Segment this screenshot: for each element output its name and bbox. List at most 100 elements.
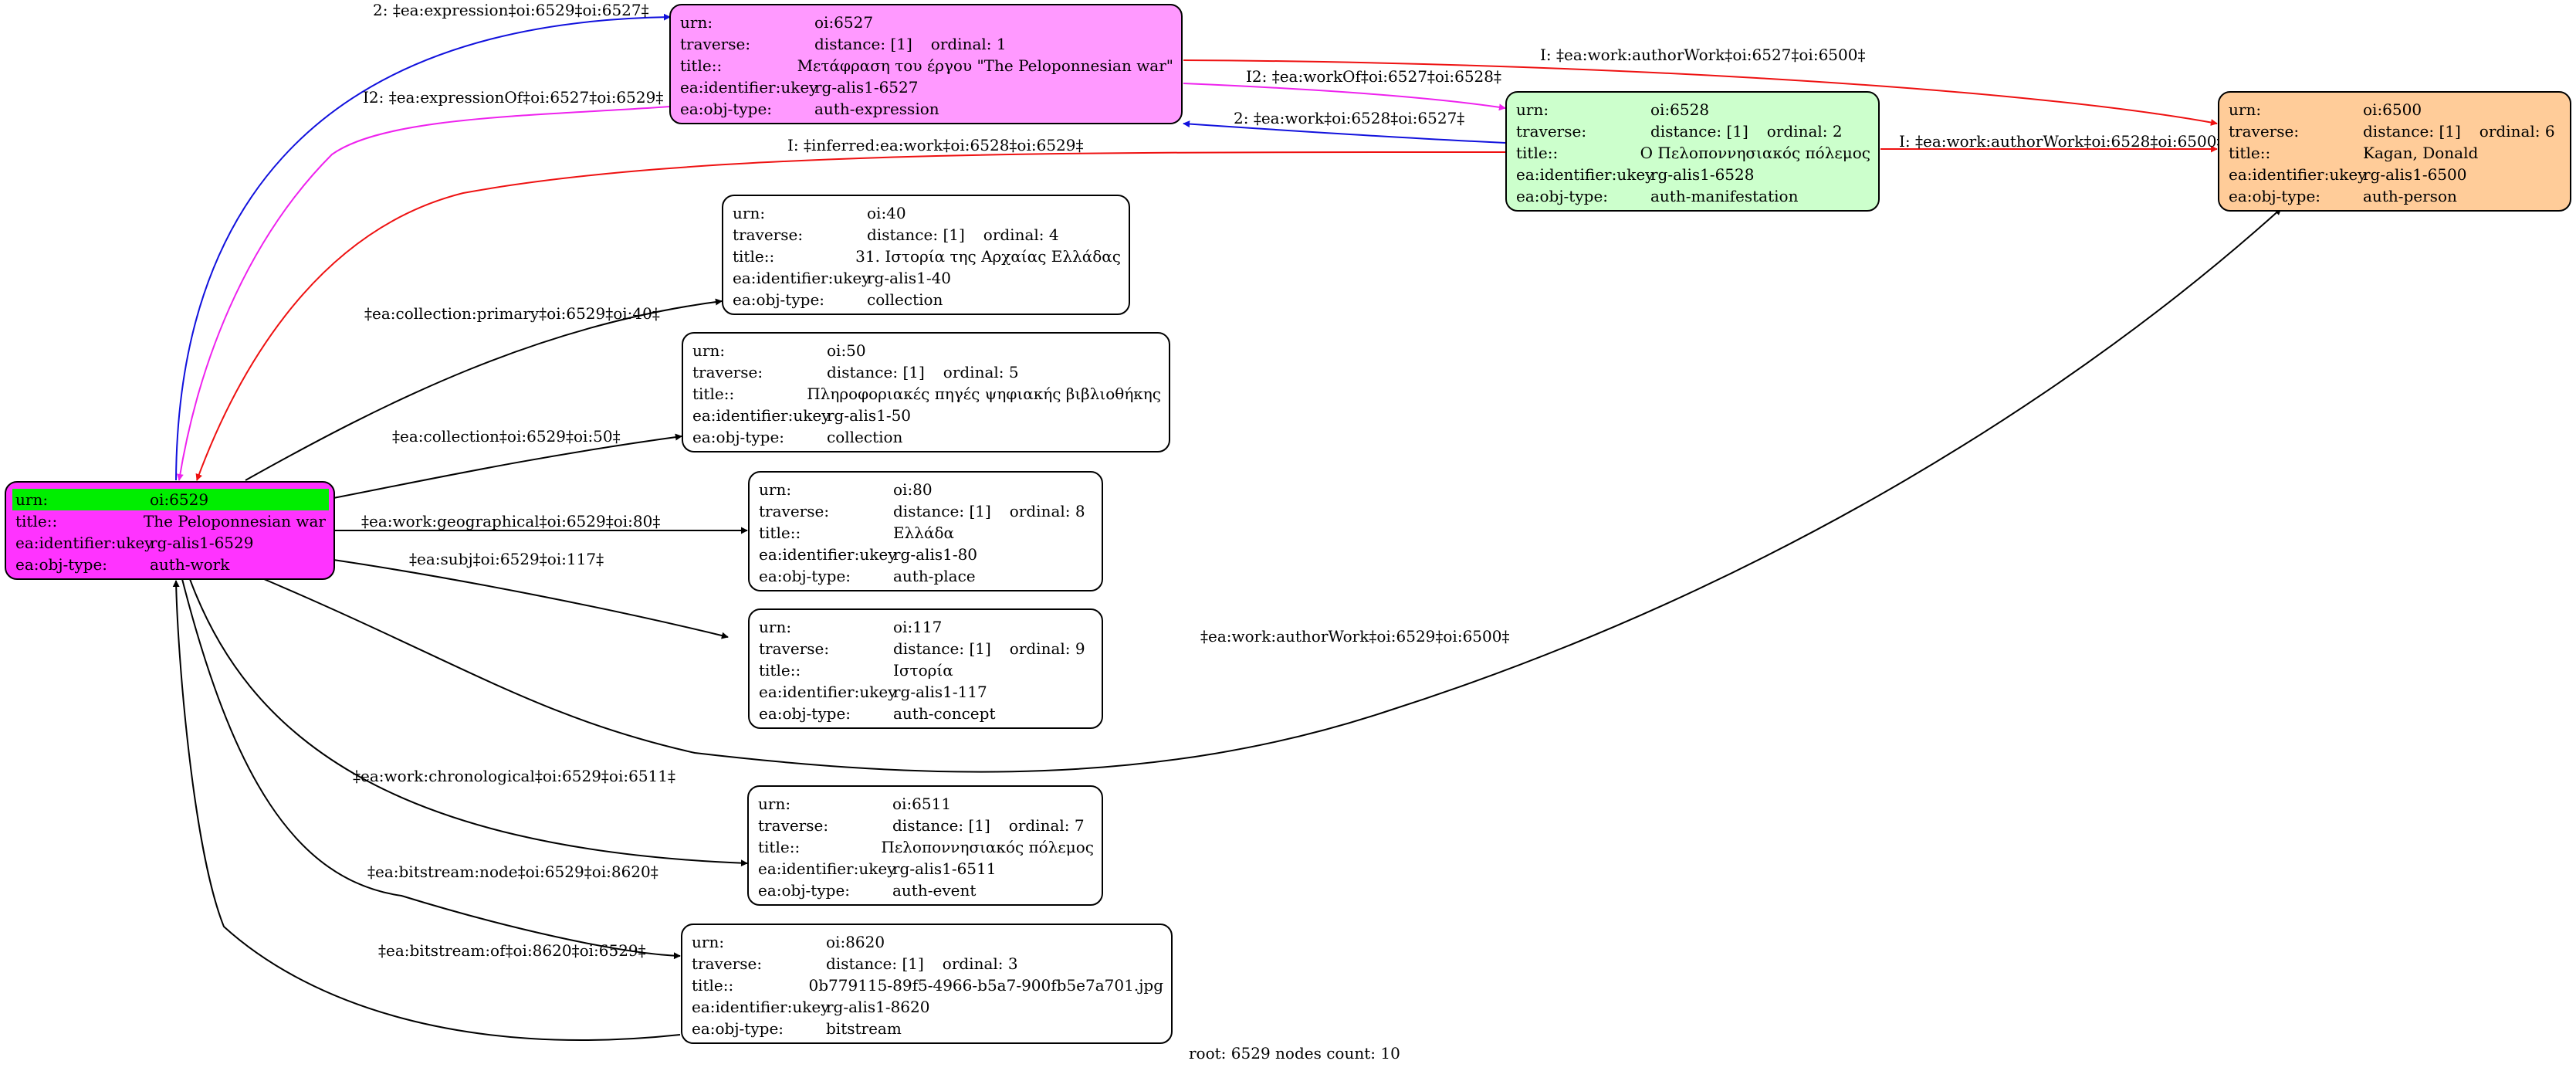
node-key: ea:identifier:ukey bbox=[692, 406, 831, 425]
node-row: title::Μετάφραση του έργου "The Peloponn… bbox=[680, 55, 1173, 76]
node-row: traverse:distance: [1]ordinal: 1 bbox=[680, 33, 1173, 55]
node-row: traverse:distance: [1]ordinal: 6 bbox=[2229, 120, 2562, 142]
edge-label: I2: ‡ea:expressionOf‡oi:6527‡oi:6529‡ bbox=[363, 88, 663, 107]
node-oi-40[interactable]: urn: oi:40 traverse:distance: [1]ordinal: … bbox=[722, 195, 1130, 315]
node-key: urn: bbox=[680, 13, 713, 32]
node-value: The Peloponnesian war bbox=[143, 512, 326, 530]
node-value: auth-work bbox=[150, 555, 230, 574]
node-row: title::The Peloponnesian war bbox=[15, 510, 326, 532]
node-row: urn:oi:50 bbox=[692, 340, 1161, 361]
node-row: title::Ελλάδα bbox=[759, 522, 1094, 544]
node-row: urn: oi:6529 bbox=[12, 489, 329, 510]
node-value: rg-alis1-8620 bbox=[826, 998, 930, 1016]
node-value-ordinal: ordinal: 9 bbox=[1009, 639, 1085, 658]
node-value: oi:6528 bbox=[1650, 100, 1710, 119]
edge-path bbox=[189, 578, 748, 867]
node-value: distance: [1] bbox=[893, 639, 991, 658]
node-value-ordinal: ordinal: 1 bbox=[930, 35, 1007, 53]
edge-path bbox=[263, 208, 2282, 773]
node-key: title:: bbox=[1516, 144, 1559, 162]
edge-label: ‡ea:collection:primary‡oi:6529‡oi:40‡ bbox=[364, 304, 660, 323]
node-row: urn:oi:117 bbox=[759, 616, 1094, 638]
node-key: traverse: bbox=[759, 502, 830, 520]
node-key: urn: bbox=[15, 490, 49, 509]
node-key: traverse: bbox=[692, 954, 763, 973]
node-value: oi:6500 bbox=[2363, 100, 2422, 119]
node-key: ea:identifier:ukey bbox=[680, 78, 818, 97]
node-key: urn: bbox=[733, 204, 766, 222]
node-key: traverse: bbox=[692, 363, 763, 381]
edge-label: ‡ea:work:geographical‡oi:6529‡oi:80‡ bbox=[361, 512, 660, 530]
edge-label: I: ‡inferred:ea:work‡oi:6528‡oi:6529‡ bbox=[787, 136, 1084, 154]
node-row: ea:obj-type:auth-concept bbox=[759, 703, 1094, 724]
node-value-ordinal: ordinal: 7 bbox=[1008, 816, 1085, 835]
node-row: ea:obj-type:auth-event bbox=[758, 880, 1094, 901]
node-value: Μετάφραση του έργου "The Peloponnesian w… bbox=[797, 56, 1173, 75]
node-key: ea:identifier:ukey bbox=[759, 545, 897, 564]
node-key: ea:obj-type: bbox=[692, 1019, 784, 1038]
node-value: Πληροφοριακές πηγές ψηφιακής βιβλιοθήκης bbox=[807, 385, 1161, 403]
node-value: auth-place bbox=[893, 567, 976, 585]
node-value: oi:6527 bbox=[814, 13, 874, 32]
edge-label: I2: ‡ea:workOf‡oi:6527‡oi:6528‡ bbox=[1246, 67, 1501, 86]
node-key: title:: bbox=[692, 385, 735, 403]
node-value: auth-event bbox=[892, 881, 977, 900]
node-key: traverse: bbox=[1516, 122, 1587, 141]
edge-label: I: ‡ea:work:authorWork‡oi:6527‡oi:6500‡ bbox=[1540, 46, 1865, 64]
node-value-ordinal: ordinal: 8 bbox=[1009, 502, 1085, 520]
node-row: urn: oi:80 bbox=[759, 479, 1094, 500]
node-value: distance: [1] bbox=[827, 363, 925, 381]
edge-path bbox=[176, 106, 671, 481]
node-row: traverse:distance: [1]ordinal: 7 bbox=[758, 815, 1094, 836]
edge-path bbox=[333, 559, 729, 639]
node-value: rg-alis1-6529 bbox=[150, 534, 254, 552]
node-value: rg-alis1-6500 bbox=[2363, 165, 2467, 184]
node-value: oi:8620 bbox=[826, 933, 885, 951]
node-key: urn: bbox=[759, 480, 792, 499]
node-value: distance: [1] bbox=[892, 816, 990, 835]
edge-label: 2: ‡ea:expression‡oi:6529‡oi:6527‡ bbox=[373, 1, 649, 19]
node-key: urn: bbox=[692, 341, 726, 360]
node-value: oi:40 bbox=[867, 204, 906, 222]
edge-path bbox=[195, 151, 1506, 481]
node-key: ea:identifier:ukey bbox=[758, 859, 896, 878]
node-key: traverse: bbox=[759, 639, 830, 658]
node-value: oi:6529 bbox=[150, 490, 209, 509]
node-row: ea:obj-type:auth-place bbox=[759, 565, 1094, 587]
node-value: auth-manifestation bbox=[1650, 187, 1799, 205]
node-value: oi:6511 bbox=[892, 795, 952, 813]
node-row: traverse: distance: [1] ordinal: 9 bbox=[759, 638, 1094, 659]
node-key: ea:identifier:ukey bbox=[733, 269, 871, 287]
edge-label: ‡ea:bitstream:node‡oi:6529‡oi:8620‡ bbox=[367, 863, 658, 881]
node-value: rg-alis1-50 bbox=[827, 406, 912, 425]
node-value: oi:80 bbox=[893, 480, 933, 499]
node-key: ea:identifier:ukey bbox=[759, 683, 897, 701]
node-value-ordinal: ordinal: 3 bbox=[942, 954, 1018, 973]
node-row: title::Πελοποννησιακός πόλεμος bbox=[758, 836, 1094, 858]
node-row: traverse:distance: [1]ordinal: 4 bbox=[733, 224, 1121, 246]
node-value: rg-alis1-117 bbox=[893, 683, 987, 701]
node-value: Kagan, Donald bbox=[2363, 144, 2479, 162]
node-key: ea:identifier:ukey bbox=[2229, 165, 2367, 184]
node-value: distance: [1] bbox=[826, 954, 924, 973]
node-row: ea:obj-type:auth-expression bbox=[680, 98, 1173, 120]
edge-path bbox=[245, 298, 723, 481]
edge-path bbox=[1183, 59, 2218, 126]
node-key: urn: bbox=[758, 795, 791, 813]
node-key: ea:obj-type: bbox=[15, 555, 108, 574]
node-key: title:: bbox=[758, 838, 801, 856]
